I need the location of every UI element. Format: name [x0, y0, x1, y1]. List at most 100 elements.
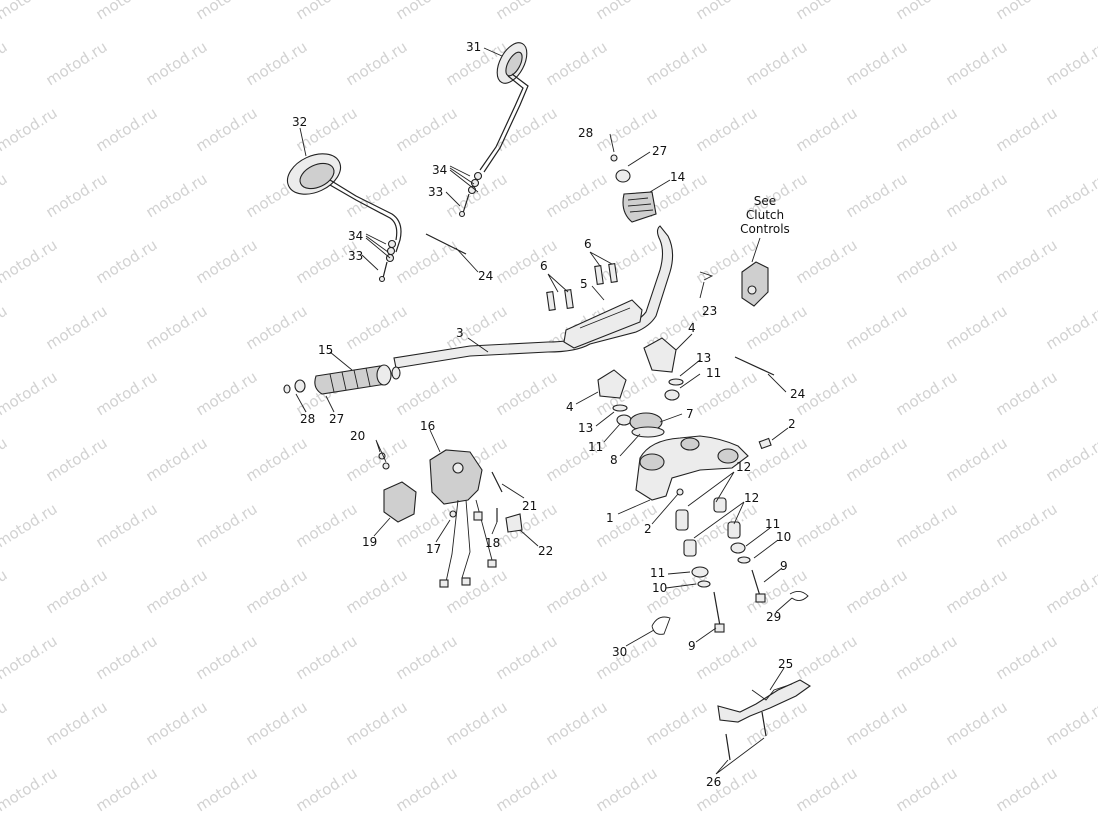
watermark-text: motod.ru	[93, 236, 161, 288]
watermark-text: motod.ru	[0, 764, 60, 816]
watermark-text: motod.ru	[843, 698, 911, 750]
watermark-text: motod.ru	[743, 302, 811, 354]
callout-10a: 10	[776, 530, 791, 544]
watermark-text: motod.ru	[543, 566, 611, 618]
callout-3: 3	[456, 326, 464, 340]
rod-left-drawing	[425, 233, 467, 255]
right-mirror-drawing	[458, 42, 529, 218]
watermark-text: motod.ru	[993, 500, 1061, 552]
switch-housing-drawing	[429, 449, 497, 588]
watermark-text: motod.ru	[293, 764, 361, 816]
watermark-text: motod.ru	[593, 104, 661, 156]
watermark-text: motod.ru	[193, 500, 261, 552]
watermark-text: motod.ru	[493, 104, 561, 156]
callout-2b: 2	[644, 522, 652, 536]
watermark-text: motod.ru	[793, 236, 861, 288]
part-23-drawing	[699, 271, 714, 281]
clip-29-drawing	[789, 591, 809, 601]
watermark-text: motod.ru	[493, 764, 561, 816]
watermark-text: motod.ru	[193, 104, 261, 156]
callout-32: 32	[292, 115, 307, 129]
watermark-text: motod.ru	[1043, 566, 1098, 618]
watermark-text: motod.ru	[393, 632, 461, 684]
watermark-text: motod.ru	[993, 368, 1061, 420]
callout-34b: 34	[348, 229, 363, 243]
watermark-text: motod.ru	[243, 698, 311, 750]
watermark-text: motod.ru	[1043, 302, 1098, 354]
callout-8: 8	[610, 453, 618, 467]
watermark-text: motod.ru	[0, 500, 60, 552]
watermark-text: motod.ru	[193, 0, 261, 23]
watermark-text: motod.ru	[693, 368, 761, 420]
watermark-text: motod.ru	[493, 632, 561, 684]
watermark-text: motod.ru	[243, 38, 311, 90]
callout-11c: 11	[765, 517, 780, 531]
callout-33: 33	[428, 185, 443, 199]
watermark-text: motod.ru	[493, 0, 561, 23]
callout-10b: 10	[652, 581, 667, 595]
callout-20: 20	[350, 429, 365, 443]
watermark-text: motod.ru	[693, 632, 761, 684]
watermark-text: motod.ru	[493, 236, 561, 288]
watermark-text: motod.ru	[893, 764, 961, 816]
callout-5: 5	[580, 277, 588, 291]
risers-drawing	[597, 337, 677, 399]
watermark-text: motod.ru	[943, 38, 1011, 90]
watermark-text: motod.ru	[0, 434, 10, 486]
note-line-3: Controls	[740, 222, 790, 236]
watermark-text: motod.ru	[843, 434, 911, 486]
callout-11a: 11	[706, 366, 721, 380]
callout-14: 14	[670, 170, 685, 184]
watermark-text: motod.ru	[843, 566, 911, 618]
watermark-text: motod.ru	[593, 0, 661, 23]
callout-27: 27	[652, 144, 667, 158]
watermark-text: motod.ru	[693, 104, 761, 156]
watermark-text: motod.ru	[543, 170, 611, 222]
callout-9b: 9	[688, 639, 696, 653]
watermark-text: motod.ru	[243, 434, 311, 486]
callout-28b: 28	[300, 412, 315, 426]
watermark-text: motod.ru	[793, 104, 861, 156]
callout-19: 19	[362, 535, 377, 549]
watermark-text: motod.ru	[143, 698, 211, 750]
watermark-text: motod.ru	[893, 236, 961, 288]
watermark-text: motod.ru	[543, 698, 611, 750]
watermark-text: motod.ru	[743, 434, 811, 486]
callout-24a: 24	[478, 269, 493, 283]
callout-12a: 12	[736, 460, 751, 474]
watermark-text: motod.ru	[193, 368, 261, 420]
callout-1: 1	[606, 511, 614, 525]
watermark-text: motod.ru	[93, 632, 161, 684]
clip-30-drawing	[651, 616, 671, 635]
left-grip-drawing	[283, 364, 392, 395]
watermark-text: motod.ru	[993, 764, 1061, 816]
watermark-text: motod.ru	[993, 104, 1061, 156]
watermark-text: motod.ru	[293, 0, 361, 23]
watermark-text: motod.ru	[393, 0, 461, 23]
watermark-text: motod.ru	[393, 104, 461, 156]
watermark-text: motod.ru	[893, 632, 961, 684]
rod-right-drawing	[734, 356, 775, 376]
watermark-text: motod.ru	[693, 0, 761, 23]
watermark-text: motod.ru	[843, 302, 911, 354]
watermark-text: motod.ru	[943, 170, 1011, 222]
watermark-text: motod.ru	[43, 698, 111, 750]
callout-11b: 11	[588, 440, 603, 454]
watermark-text: motod.ru	[0, 236, 60, 288]
callout-33b: 33	[348, 249, 363, 263]
watermark-text: motod.ru	[643, 698, 711, 750]
watermark-text: motod.ru	[793, 632, 861, 684]
callout-16: 16	[420, 419, 435, 433]
callout-27b: 27	[329, 412, 344, 426]
watermark-text: motod.ru	[243, 566, 311, 618]
watermark-text: motod.ru	[843, 38, 911, 90]
damper-drawing	[629, 412, 665, 438]
callout-9a: 9	[780, 559, 788, 573]
watermark-text: motod.ru	[993, 632, 1061, 684]
watermark-text: motod.ru	[393, 368, 461, 420]
callout-13a: 13	[696, 351, 711, 365]
watermark-text: motod.ru	[693, 764, 761, 816]
small-screws-drawing	[449, 471, 523, 533]
watermark-text: motod.ru	[0, 632, 60, 684]
